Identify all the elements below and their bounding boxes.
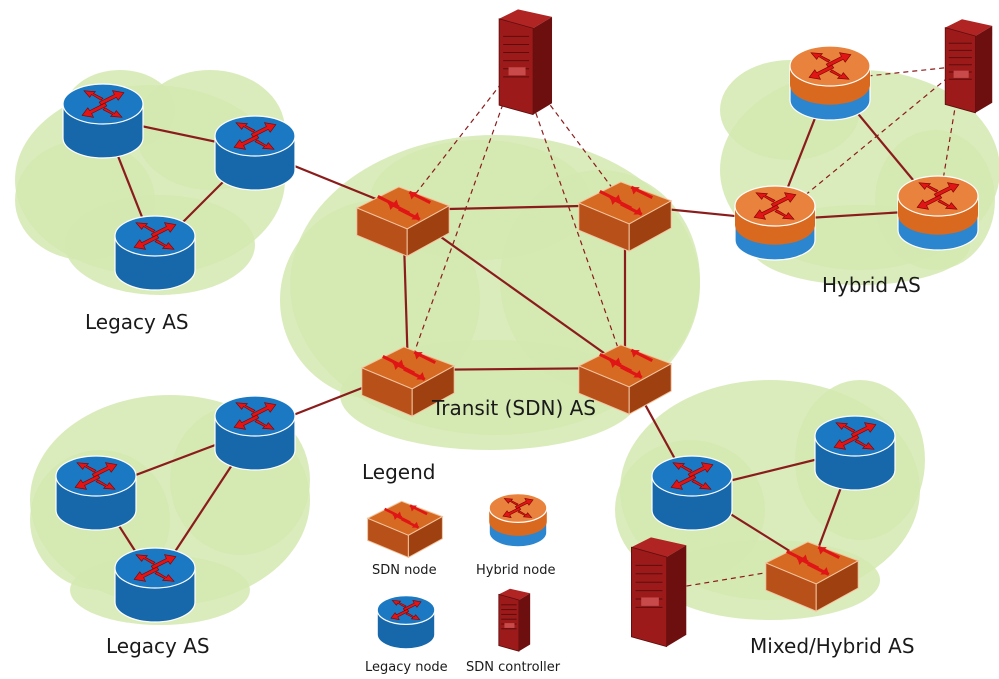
sdn-node-m3 [764,541,860,613]
legacy-node-b3 [114,547,196,623]
legend-icon-hybrid [488,493,548,548]
domain-label-hybrid: Hybrid AS [822,273,921,297]
control-link-C1-S3 [407,61,519,371]
legacy-node-m2 [814,415,896,491]
legend-label-sdn-controller: SDN controller [466,660,561,675]
sdn-node-s2 [577,181,673,253]
domain-label-legacy-bottom: Legacy AS [106,634,210,658]
legacy-node-m1 [651,455,733,531]
legend-title: Legend [362,460,436,484]
domain-label-legacy-top: Legacy AS [85,310,189,334]
domain-label-transit: Transit (SDN) AS [432,396,597,420]
legend-icon-sdn [366,500,444,559]
sdn-node-s4 [577,344,673,416]
hybrid-node-h2 [734,185,816,261]
legacy-node-l3 [114,215,196,291]
sdn-node-s1 [355,186,451,258]
legacy-node-b2 [214,395,296,471]
controller-node-c2 [944,19,993,114]
controller-node-c1 [498,9,553,116]
legacy-node-b1 [55,455,137,531]
sdn-node-s3 [360,346,456,418]
legend-label-legacy-node: Legacy node [365,660,448,675]
legacy-node-l1 [62,83,144,159]
controller-node-c3 [631,537,687,648]
legacy-node-l2 [214,115,296,191]
legend-icon-legacy [376,594,436,650]
legend-icon-controller [498,588,531,652]
legend-icons [366,493,548,652]
hybrid-node-h1 [789,45,871,121]
domain-label-mixed: Mixed/Hybrid AS [750,634,915,658]
hybrid-node-h3 [897,175,979,251]
legend-label-sdn-node: SDN node [372,563,437,578]
legend-label-hybrid-node: Hybrid node [476,563,556,578]
nodes [55,9,993,648]
